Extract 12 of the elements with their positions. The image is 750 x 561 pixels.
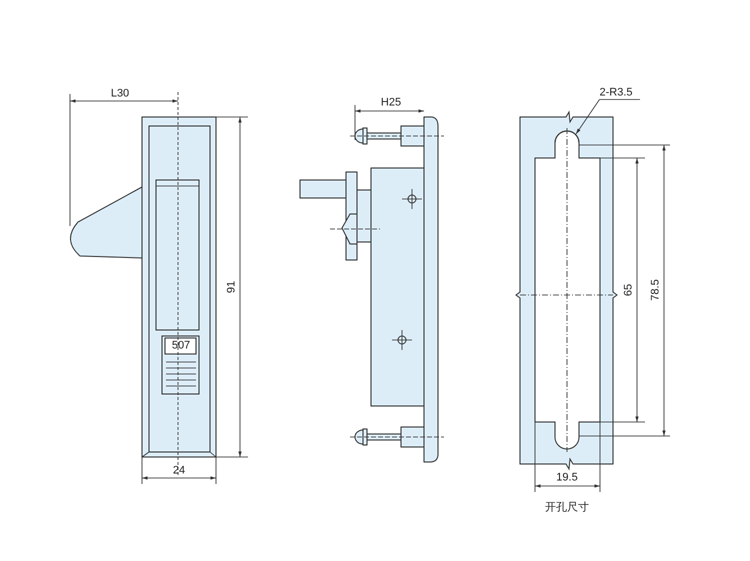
- model-number: 507: [172, 340, 190, 352]
- dimension-label: 65: [624, 284, 634, 296]
- dimension-label: 78.5: [650, 279, 662, 301]
- dimension-label: L30: [110, 88, 130, 100]
- caption: 开孔尺寸: [545, 502, 589, 514]
- dimension-label: 2-R3.5: [599, 88, 633, 98]
- dimension-label: 91: [226, 280, 238, 294]
- leader-line: [576, 99, 600, 134]
- dimension-label: 19.5: [556, 472, 578, 484]
- dimension-label: 24: [172, 466, 186, 476]
- notch-arc: [554, 130, 580, 144]
- dimension-label: H25: [380, 98, 402, 108]
